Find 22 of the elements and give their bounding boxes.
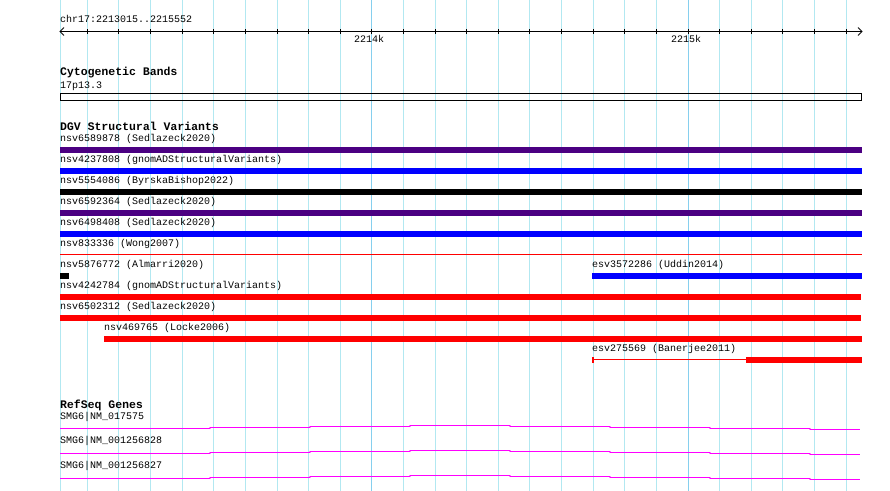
track-heading: DGV Structural Variants xyxy=(60,122,219,134)
tick-label: 2214k xyxy=(354,35,384,47)
feature-label: esv3572286 (Uddin2014) xyxy=(592,260,724,272)
gene-label: SMG6|NM_001256827 xyxy=(60,461,162,473)
feature-label: nsv6498408 (Sedlazeck2020) xyxy=(60,218,216,230)
feature-label: nsv6592364 (Sedlazeck2020) xyxy=(60,197,216,209)
band-label: 17p13.3 xyxy=(60,81,102,93)
feature-label: nsv4242784 (gnomADStructuralVariants) xyxy=(60,281,282,293)
feature-label: nsv6502312 (Sedlazeck2020) xyxy=(60,302,216,314)
track-heading: RefSeq Genes xyxy=(60,400,143,412)
track-heading: Cytogenetic Bands xyxy=(60,67,178,79)
feature-label: esv275569 (Banerjee2011) xyxy=(592,344,736,356)
gene-label: SMG6|NM_001256828 xyxy=(60,436,162,448)
feature-label: nsv5876772 (Almarri2020) xyxy=(60,260,204,272)
tick-label: 2215k xyxy=(671,35,702,47)
feature-label: nsv833336 (Wong2007) xyxy=(60,239,180,251)
feature-label: nsv6589878 (Sedlazeck2020) xyxy=(60,134,216,146)
gene-label: SMG6|NM_017575 xyxy=(60,412,144,424)
feature-label: nsv469765 (Locke2006) xyxy=(104,323,230,335)
feature-label: nsv5554086 (ByrskaBishop2022) xyxy=(60,176,234,188)
locus-label: chr17:2213015..2215552 xyxy=(60,15,192,27)
feature-label: nsv4237808 (gnomADStructuralVariants) xyxy=(60,155,282,167)
